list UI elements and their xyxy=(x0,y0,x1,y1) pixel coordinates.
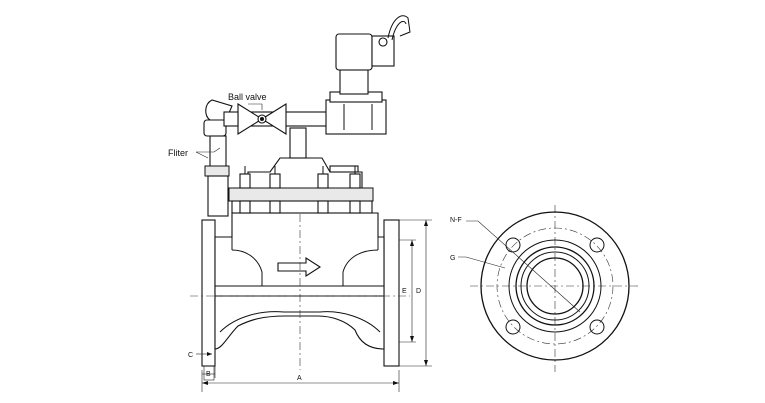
nf-label: N-F xyxy=(450,217,462,224)
inlet-flange xyxy=(201,219,216,367)
front-view xyxy=(458,205,640,372)
bonnet-cover xyxy=(247,157,363,189)
bonnet-flange xyxy=(228,187,374,202)
flow-arrow xyxy=(277,256,322,278)
c-label: C xyxy=(188,352,193,359)
filter-label: Fliter xyxy=(168,148,188,158)
pilot-solenoid-body xyxy=(325,99,387,135)
a-label: A xyxy=(297,375,302,382)
e-label: E xyxy=(402,288,407,295)
dimensions xyxy=(196,219,432,392)
flange-outer-circle xyxy=(480,211,630,361)
ball-valve-label: Ball valve xyxy=(228,92,267,102)
outlet-flange xyxy=(383,219,400,367)
b-label: B xyxy=(206,371,211,378)
filter xyxy=(204,165,230,177)
solenoid-coil xyxy=(335,33,373,71)
valve-body xyxy=(214,212,385,350)
bonnet-bolts xyxy=(239,166,361,214)
g-label: G xyxy=(450,255,455,262)
side-view xyxy=(190,15,411,370)
d-label: D xyxy=(416,288,421,295)
